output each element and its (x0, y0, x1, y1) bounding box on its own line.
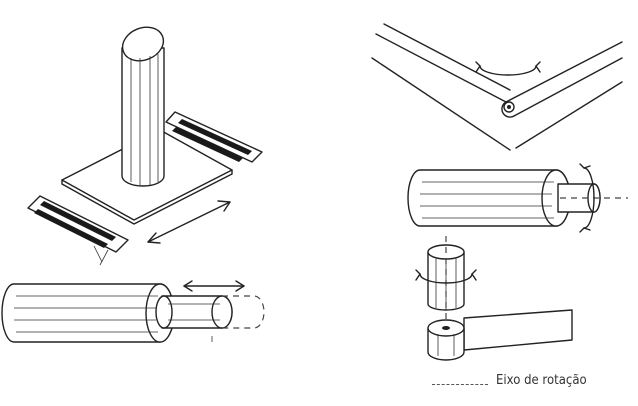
arm-boss (427, 309, 573, 361)
corner-frame (371, 23, 623, 151)
large-cylinder (1, 283, 175, 343)
panel-horizontal-cylinder (1, 280, 265, 343)
hinge-rotation-arrow (475, 61, 541, 76)
legend-label: Eixo de rotação (496, 373, 587, 388)
shaft-rotation-arrow (579, 163, 595, 233)
panel-rotating-shaft (407, 163, 628, 233)
axial-arrow (183, 280, 245, 292)
vertical-spindle (427, 244, 465, 311)
legend-dashed-line (432, 384, 488, 385)
rail-back (165, 111, 263, 163)
panel-hinge-corner (371, 23, 623, 151)
spindle-rotation-arrow (415, 269, 477, 284)
translation-arrow (147, 200, 231, 244)
hinge-pin-center (507, 105, 511, 109)
panel-plate-with-cylinder (27, 26, 263, 266)
vertical-cylinder (121, 26, 165, 187)
panel-vertical-spindle (415, 236, 573, 361)
right-large-cylinder (407, 169, 571, 227)
sliding-shaft (155, 295, 265, 342)
rail-front (27, 195, 129, 266)
